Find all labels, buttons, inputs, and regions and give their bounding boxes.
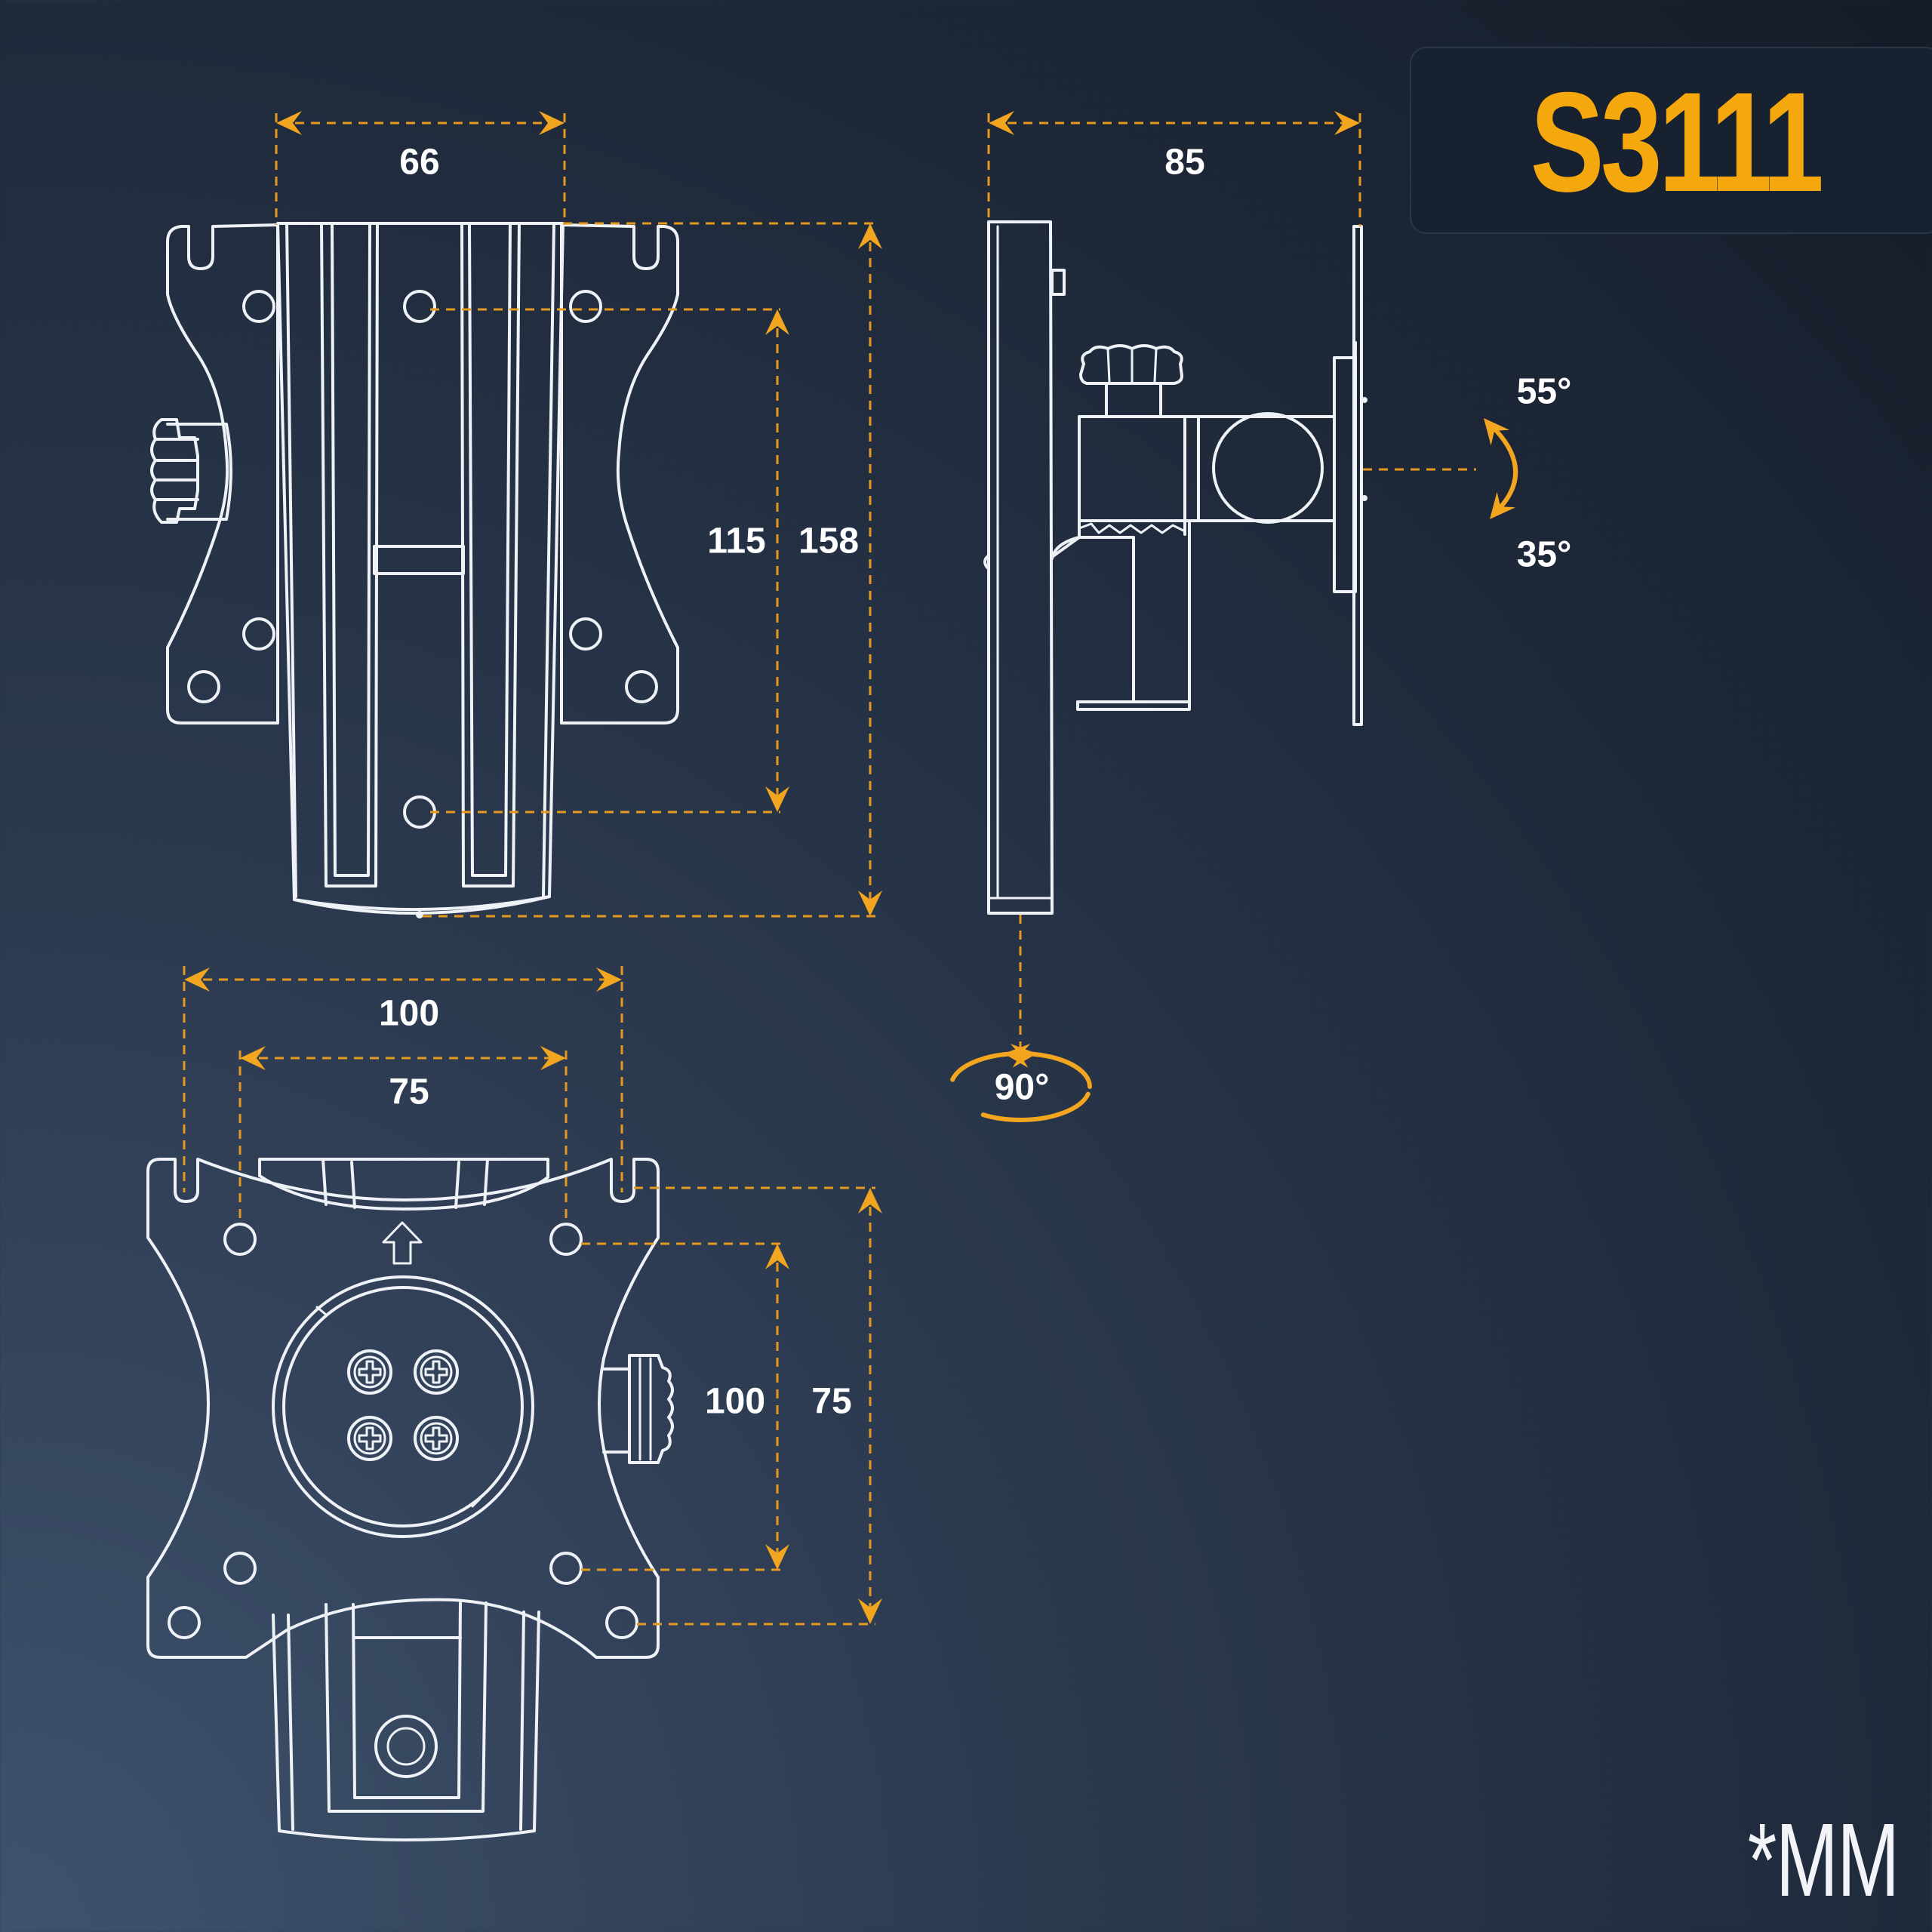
front-height-label: 158 xyxy=(798,521,859,561)
rotation-disc xyxy=(272,1275,534,1538)
side-channel xyxy=(987,220,1054,915)
back-knob xyxy=(602,1367,631,1454)
front-knob xyxy=(166,423,232,521)
screw-icon xyxy=(414,1416,459,1461)
vesa-hole xyxy=(549,1223,583,1256)
vesa-hole xyxy=(223,1223,257,1256)
front-view: 66 115 158 xyxy=(150,111,882,918)
vesa-hole xyxy=(549,1552,583,1585)
side-depth-label: 85 xyxy=(1164,143,1204,183)
tilt-arc xyxy=(1494,428,1518,508)
model-code: S3111 xyxy=(1530,63,1824,221)
tilt-up-label: 55° xyxy=(1517,372,1572,412)
back-bolt-hole xyxy=(374,1715,438,1778)
up-arrow-icon xyxy=(382,1221,423,1265)
model-badge: S3111 xyxy=(1410,47,1932,234)
back-width-large-label: 100 xyxy=(379,994,439,1034)
vesa-hole xyxy=(223,1552,257,1585)
screw-icon xyxy=(414,1349,459,1395)
screw-icon xyxy=(347,1349,392,1395)
front-width-label: 66 xyxy=(399,143,439,183)
side-view: 85 55° 35° 90° xyxy=(949,111,1572,1122)
back-width-small-label: 75 xyxy=(389,1072,429,1112)
front-channel-body xyxy=(276,222,565,912)
back-height-large-label: 100 xyxy=(705,1382,765,1422)
screw-icon xyxy=(347,1416,392,1461)
front-vesa-plate xyxy=(166,223,279,724)
back-channel xyxy=(272,1611,540,1841)
back-view: 100 75 100 75 xyxy=(146,966,882,1841)
tilt-down-label: 35° xyxy=(1517,535,1572,575)
side-head xyxy=(1078,415,1336,522)
rotation-label: 90° xyxy=(995,1068,1050,1108)
back-vesa-plate xyxy=(146,1158,660,1659)
back-height-small-label: 75 xyxy=(811,1382,851,1422)
units-note: *MM xyxy=(1748,1802,1900,1918)
vesa-hole xyxy=(168,1606,201,1639)
front-hole-spacing-label: 115 xyxy=(707,521,765,561)
side-knob xyxy=(1079,344,1183,385)
vesa-hole xyxy=(605,1606,638,1639)
front-upper-hole xyxy=(403,290,436,323)
